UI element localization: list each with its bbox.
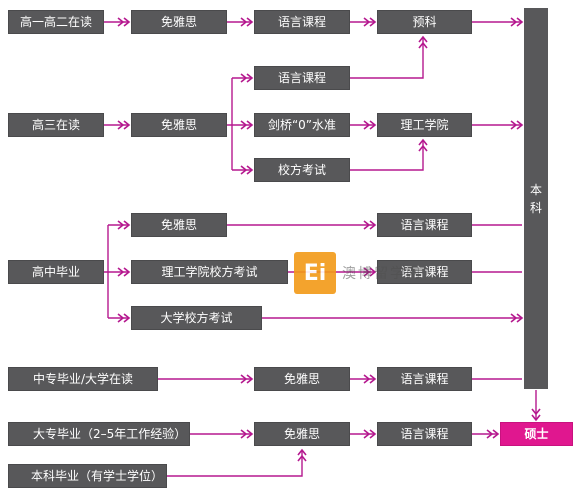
node-college-language: 语言课程	[377, 367, 472, 391]
node-grade3-no-ielts: 免雅思	[131, 113, 227, 137]
node-polytechnic-exam: 理工学院校方考试	[131, 260, 288, 284]
node-highschool-graduate: 高中毕业	[8, 260, 104, 284]
node-grade3-language: 语言课程	[254, 66, 350, 90]
node-foundation: 预科	[377, 10, 472, 34]
node-junior-college-language: 语言课程	[377, 422, 472, 446]
bachelor-label-char-2: 科	[529, 200, 542, 215]
node-university-exam: 大学校方考试	[131, 306, 262, 330]
watermark-logo: Ei	[294, 252, 336, 294]
node-grade1-2-no-ielts: 免雅思	[131, 10, 227, 34]
watermark-text: 澳博留学网	[342, 266, 422, 282]
node-college-student: 中专毕业/大学在读	[8, 367, 158, 391]
node-cambridge-o-level: 剑桥“0”水准	[254, 113, 350, 137]
bachelor-label-char-1: 本	[529, 182, 542, 197]
watermark: Ei 澳博留学网	[294, 252, 422, 294]
node-bachelor-graduate: 本科毕业（有学士学位）	[8, 464, 167, 488]
node-grade1-2-language: 语言课程	[254, 10, 350, 34]
node-highschool-no-ielts: 免雅思	[131, 213, 227, 237]
node-school-exam: 校方考试	[254, 158, 350, 182]
node-junior-college-no-ielts: 免雅思	[254, 422, 350, 446]
node-grade1-2: 高一高二在读	[8, 10, 104, 34]
node-grade3: 高三在读	[8, 113, 104, 137]
node-polytechnic-language: 语言课程	[377, 260, 472, 284]
node-highschool-language: 语言课程	[377, 213, 472, 237]
node-master: 硕士	[500, 422, 573, 446]
node-junior-college-graduate: 大专毕业（2–5年工作经验）	[8, 422, 190, 446]
node-college-no-ielts: 免雅思	[254, 367, 350, 391]
node-bachelor: 本 科	[524, 8, 548, 389]
node-polytechnic: 理工学院	[377, 113, 472, 137]
